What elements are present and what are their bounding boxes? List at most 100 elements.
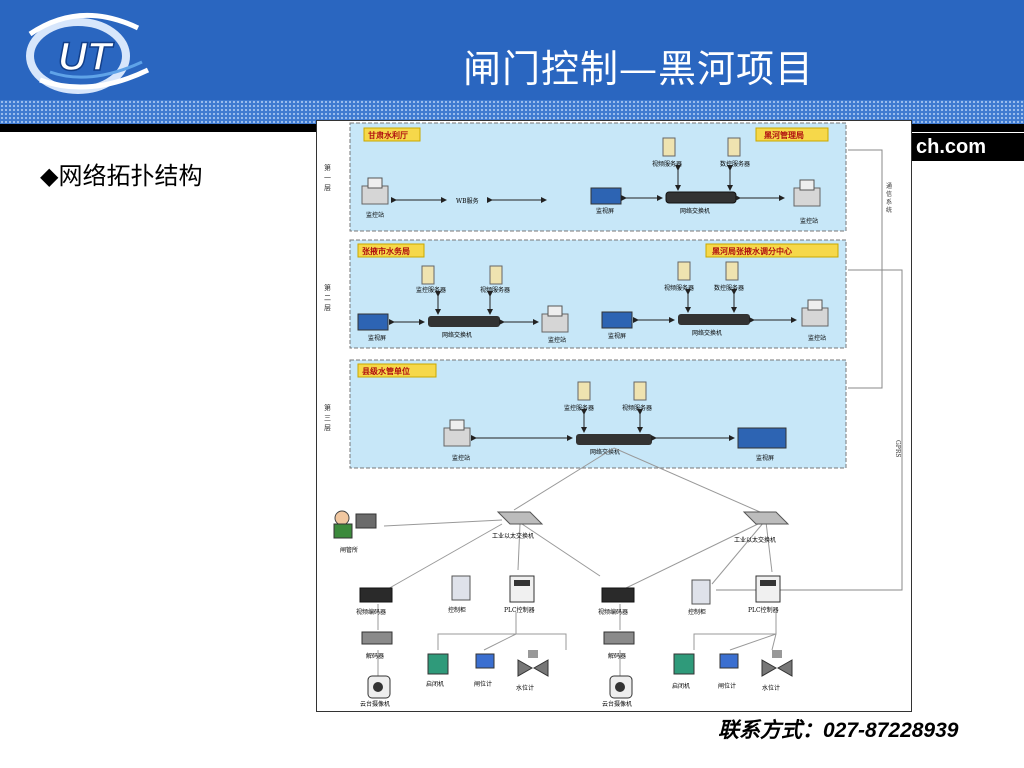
side-label-level2: 第 二 层 <box>324 283 331 312</box>
section-bullet: ◆网络拓扑结构 <box>40 156 202 191</box>
svg-text:控制柜: 控制柜 <box>448 606 466 614</box>
tier3-box <box>349 359 847 469</box>
tier3-label: 县级水管单位 <box>362 366 410 376</box>
network-switch-icon <box>576 434 652 445</box>
title-banner <box>0 0 1024 104</box>
svg-text:视频服务器: 视频服务器 <box>480 286 510 294</box>
svg-text:PLC控制器: PLC控制器 <box>504 606 535 614</box>
monitor-station-icon <box>793 179 821 207</box>
svg-text:云台摄像机: 云台摄像机 <box>360 700 390 708</box>
plc-controller-icon <box>509 575 535 603</box>
gate-house-icon <box>333 510 377 539</box>
svg-text:启闭机: 启闭机 <box>672 682 690 690</box>
plc-controller-icon <box>755 575 781 603</box>
ptz-camera-icon <box>609 675 633 699</box>
svg-text:信: 信 <box>886 190 892 198</box>
video-encoder-icon <box>359 587 393 603</box>
water-level-meter-icon <box>517 650 549 677</box>
tier1-left-tag <box>363 127 421 142</box>
svg-text:监控站: 监控站 <box>800 217 818 225</box>
svg-text:解码器: 解码器 <box>608 652 626 660</box>
svg-text:监视屏: 监视屏 <box>368 334 386 342</box>
svg-text:视频服务器: 视频服务器 <box>652 160 682 168</box>
tier2-left-tag <box>357 243 425 258</box>
network-switch-icon <box>678 314 750 325</box>
svg-text:网络交换机: 网络交换机 <box>692 329 722 337</box>
decoder-icon <box>361 631 393 645</box>
svg-text:控制柜: 控制柜 <box>688 608 706 616</box>
svg-text:第: 第 <box>324 163 331 172</box>
water-level-meter-icon <box>761 650 793 677</box>
svg-text:视频服务器: 视频服务器 <box>622 404 652 412</box>
svg-text:监视屏: 监视屏 <box>596 207 614 215</box>
svg-text:视频编码器: 视频编码器 <box>598 608 628 616</box>
server-icon <box>725 261 739 281</box>
svg-text:监控服务器: 监控服务器 <box>416 286 446 294</box>
monitor-screen-icon <box>357 313 389 331</box>
svg-text:视频服务器: 视频服务器 <box>664 284 694 292</box>
svg-text:WB服务: WB服务 <box>456 197 479 205</box>
monitor-screen-icon <box>601 311 633 329</box>
diamond-bullet-icon: ◆ <box>40 162 59 190</box>
network-switch-icon <box>428 316 500 327</box>
tier2-box <box>349 239 847 349</box>
side-label-level1: 第 一 层 <box>324 163 331 192</box>
monitor-station-icon <box>801 299 829 327</box>
monitor-station-icon <box>361 177 389 205</box>
svg-text:网络交换机: 网络交换机 <box>680 207 710 215</box>
comm-bracket <box>716 149 903 591</box>
svg-text:第: 第 <box>324 403 331 412</box>
svg-text:一: 一 <box>324 174 331 182</box>
gprs-label: GPRS <box>894 440 901 457</box>
svg-text:监控站: 监控站 <box>452 454 470 462</box>
page-title: 闸门控制—黑河项目 <box>463 47 815 91</box>
monitor-screen-icon <box>737 427 787 449</box>
server-icon <box>577 381 591 401</box>
ptz-camera-icon <box>367 675 391 699</box>
logo-text: UT <box>58 35 115 79</box>
svg-text:水位计: 水位计 <box>516 684 534 692</box>
svg-text:三: 三 <box>324 414 331 422</box>
monitor-screen-icon <box>590 187 622 205</box>
svg-text:层: 层 <box>324 304 331 312</box>
svg-text:系: 系 <box>886 198 892 206</box>
svg-text:层: 层 <box>324 184 331 192</box>
tier1-right-label: 黑河管理局 <box>764 130 804 140</box>
network-topology-diagram: 第 一 层 第 二 层 第 三 层 通 信 系 统 GPRS 甘肃水利厅 黑河管… <box>316 120 912 712</box>
gate-hoist-icon <box>673 653 695 675</box>
svg-text:二: 二 <box>324 294 331 302</box>
gate-position-meter-icon <box>475 653 495 669</box>
field-links <box>377 447 777 676</box>
tier1-right-tag <box>755 127 829 142</box>
website-url: ch.com <box>912 133 1024 161</box>
svg-text:数控服务器: 数控服务器 <box>714 284 744 292</box>
tier2-right-tag <box>705 243 839 258</box>
comm-system-label: 通 信 系 统 <box>886 182 892 214</box>
gate-position-meter-icon <box>719 653 739 669</box>
monitor-station-icon <box>443 419 471 447</box>
svg-text:网络交换机: 网络交换机 <box>442 331 472 339</box>
contact-info: 联系方式：027-87228939 <box>718 719 959 742</box>
video-encoder-icon <box>601 587 635 603</box>
server-icon <box>662 137 676 157</box>
svg-text:通: 通 <box>886 182 892 190</box>
svg-text:监控站: 监控站 <box>808 334 826 342</box>
server-icon <box>677 261 691 281</box>
server-icon <box>727 137 741 157</box>
tier1-left-label: 甘肃水利厅 <box>368 130 408 140</box>
svg-text:层: 层 <box>324 424 331 432</box>
server-icon <box>633 381 647 401</box>
svg-text:统: 统 <box>886 206 892 214</box>
network-switch-icon <box>665 191 737 204</box>
svg-text:云台摄像机: 云台摄像机 <box>602 700 632 708</box>
industrial-switch-icon <box>496 511 544 525</box>
monitor-station-icon <box>541 305 569 333</box>
bullet-text: 网络拓扑结构 <box>58 162 203 190</box>
svg-text:闸位计: 闸位计 <box>474 680 492 688</box>
svg-text:网络交换机: 网络交换机 <box>590 448 620 456</box>
tier2-right-label: 黑河局张掖水调分中心 <box>712 246 792 256</box>
gate-hoist-icon <box>427 653 449 675</box>
side-label-level3: 第 三 层 <box>324 403 331 432</box>
svg-text:监控站: 监控站 <box>366 211 384 219</box>
control-cabinet-icon <box>451 575 471 601</box>
